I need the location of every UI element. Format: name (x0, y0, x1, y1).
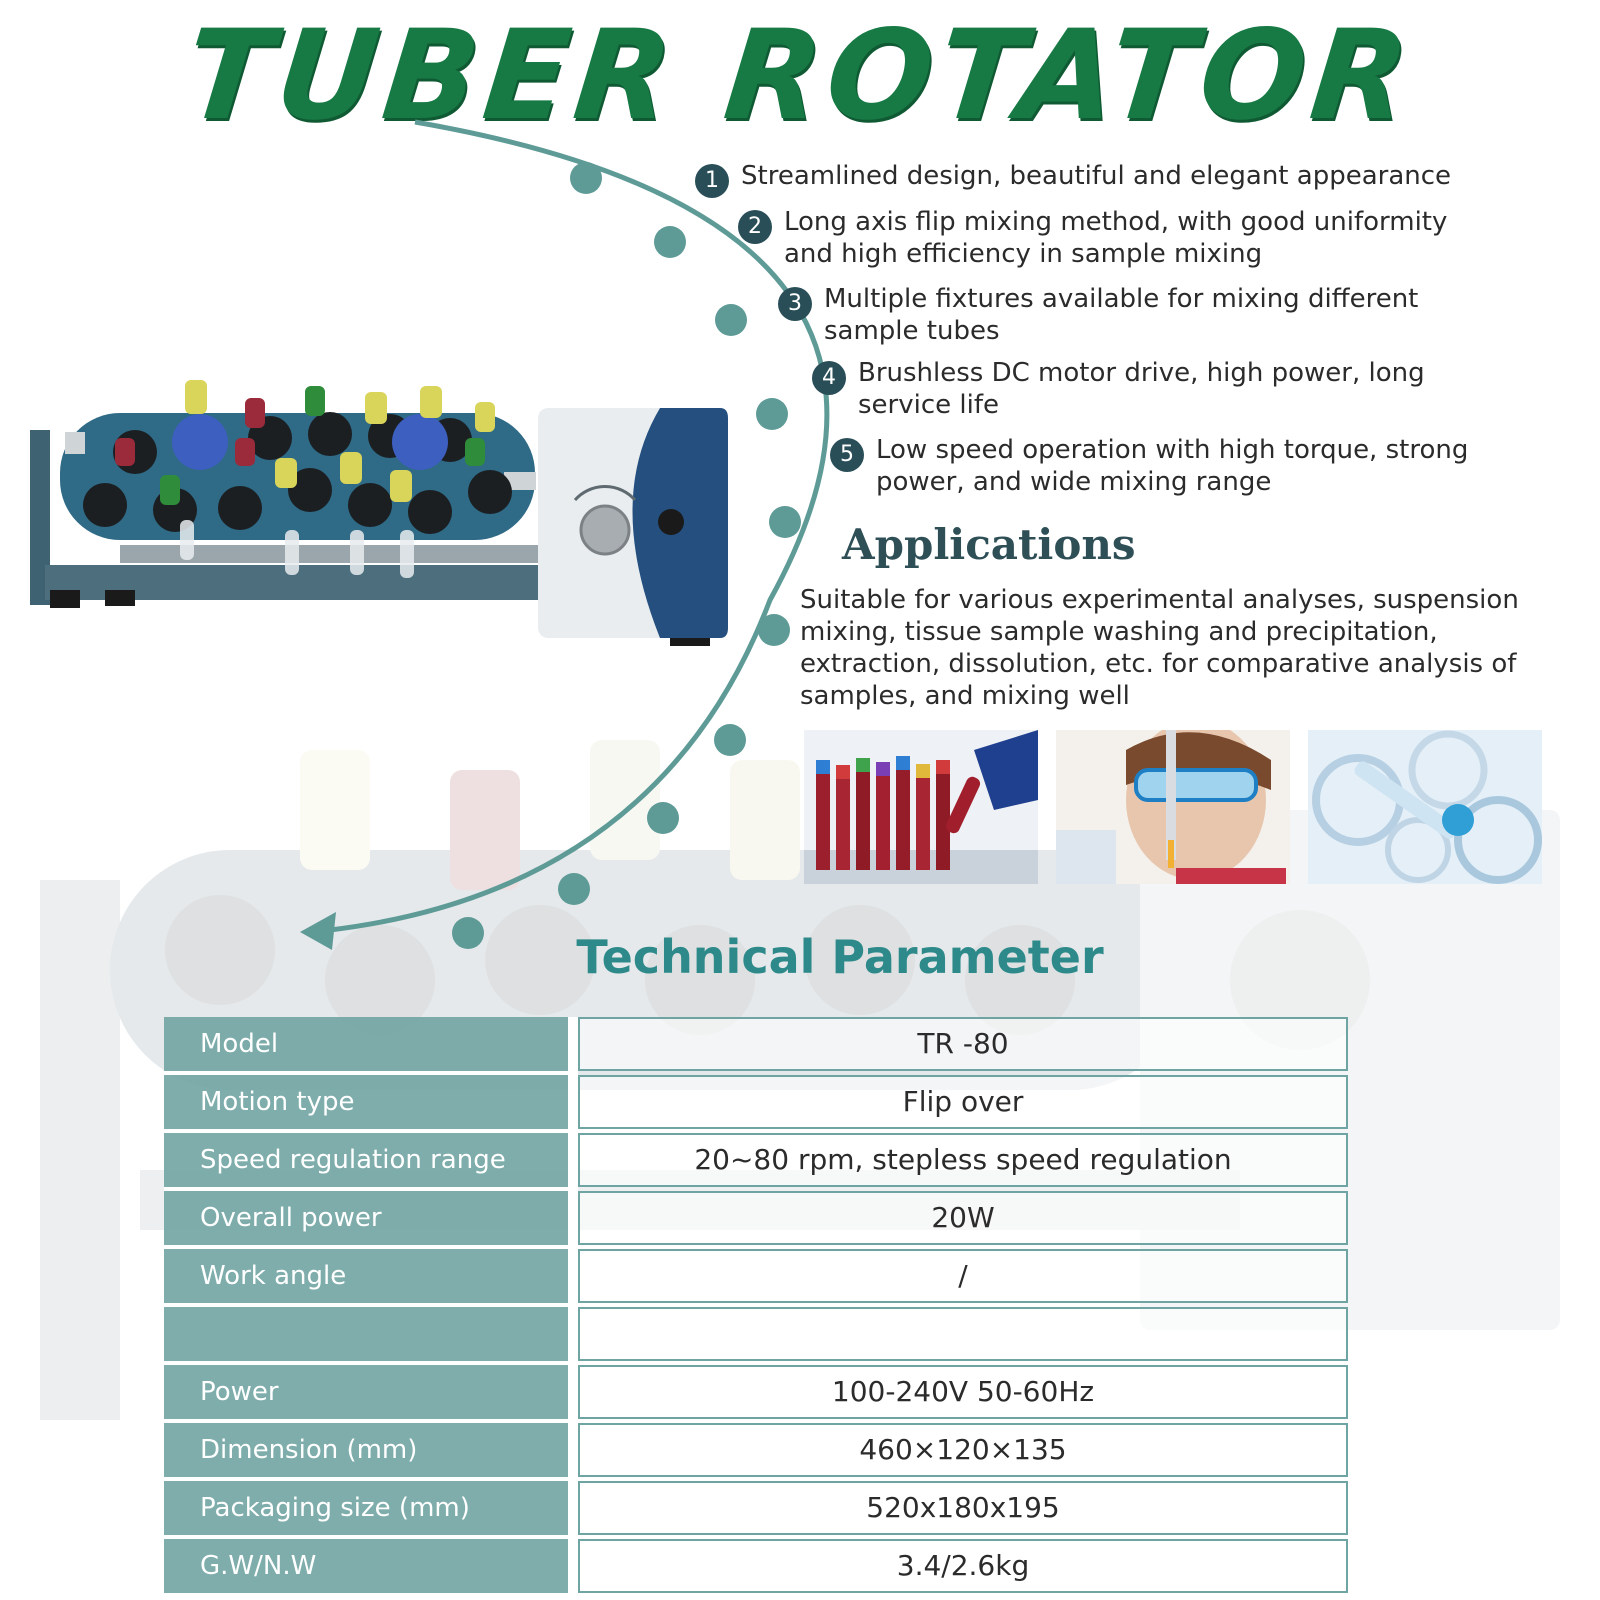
table-row: Power 100-240V 50-60Hz (164, 1365, 1348, 1423)
param-value: 20W (578, 1191, 1348, 1245)
feature-text: Brushless DC motor drive, high power, lo… (858, 358, 1425, 420)
table-row: Packaging size (mm) 520x180x195 (164, 1481, 1348, 1539)
table-row: Model TR -80 (164, 1017, 1348, 1075)
decorative-arc (300, 119, 830, 950)
petri-dishes-image (1308, 730, 1542, 884)
param-label: Dimension (mm) (164, 1423, 578, 1481)
feature-item: 5 Low speed operation with high torque, … (830, 434, 1510, 498)
applications-heading: Applications (842, 520, 1136, 569)
table-row: Dimension (mm) 460×120×135 (164, 1423, 1348, 1481)
param-value (578, 1307, 1348, 1361)
technical-parameter-heading: Technical Parameter (576, 930, 1104, 984)
thumbnail-petri-dishes (1308, 730, 1542, 884)
feature-item: 4 Brushless DC motor drive, high power, … (812, 357, 1462, 421)
table-row (164, 1307, 1348, 1365)
param-label: Packaging size (mm) (164, 1481, 578, 1539)
applications-description: Suitable for various experimental analys… (800, 585, 1519, 711)
param-value: 100-240V 50-60Hz (578, 1365, 1348, 1419)
param-label: G.W/N.W (164, 1539, 578, 1597)
param-value: TR -80 (578, 1017, 1348, 1071)
scientist-pipette-image (1056, 730, 1290, 884)
feature-item: 2 Long axis flip mixing method, with goo… (738, 206, 1478, 270)
feature-item: 1 Streamlined design, beautiful and eleg… (695, 160, 1555, 198)
feature-text: Long axis flip mixing method, with good … (784, 207, 1448, 269)
table-row: Motion type Flip over (164, 1075, 1348, 1133)
param-value: 20~80 rpm, stepless speed regulation (578, 1133, 1348, 1187)
param-value: / (578, 1249, 1348, 1303)
feature-number: 4 (812, 361, 846, 395)
param-value: Flip over (578, 1075, 1348, 1129)
feature-text: Low speed operation with high torque, st… (876, 435, 1469, 497)
feature-number: 3 (778, 287, 812, 321)
param-value: 460×120×135 (578, 1423, 1348, 1477)
feature-number: 5 (830, 438, 864, 472)
param-label: Power (164, 1365, 578, 1423)
param-label: Work angle (164, 1249, 578, 1307)
table-row: Speed regulation range 20~80 rpm, steple… (164, 1133, 1348, 1191)
feature-text: Multiple fixtures available for mixing d… (824, 284, 1419, 346)
param-value: 520x180x195 (578, 1481, 1348, 1535)
feature-item: 3 Multiple fixtures available for mixing… (778, 283, 1458, 347)
blood-tubes-image (804, 730, 1038, 884)
param-label: Model (164, 1017, 578, 1075)
parameter-table: Model TR -80 Motion type Flip over Speed… (164, 1017, 1348, 1597)
feature-number: 2 (738, 210, 772, 244)
param-label: Speed regulation range (164, 1133, 578, 1191)
param-label: Overall power (164, 1191, 578, 1249)
thumbnail-blood-tubes (804, 730, 1038, 884)
table-row: Overall power 20W (164, 1191, 1348, 1249)
param-label (164, 1307, 578, 1365)
param-value: 3.4/2.6kg (578, 1539, 1348, 1593)
tube-rotator-product-image (30, 380, 728, 646)
table-row: G.W/N.W 3.4/2.6kg (164, 1539, 1348, 1597)
feature-number: 1 (695, 164, 729, 198)
param-label: Motion type (164, 1075, 578, 1133)
table-row: Work angle / (164, 1249, 1348, 1307)
thumbnail-scientist-pipette (1056, 730, 1290, 884)
feature-text: Streamlined design, beautiful and elegan… (741, 161, 1452, 191)
